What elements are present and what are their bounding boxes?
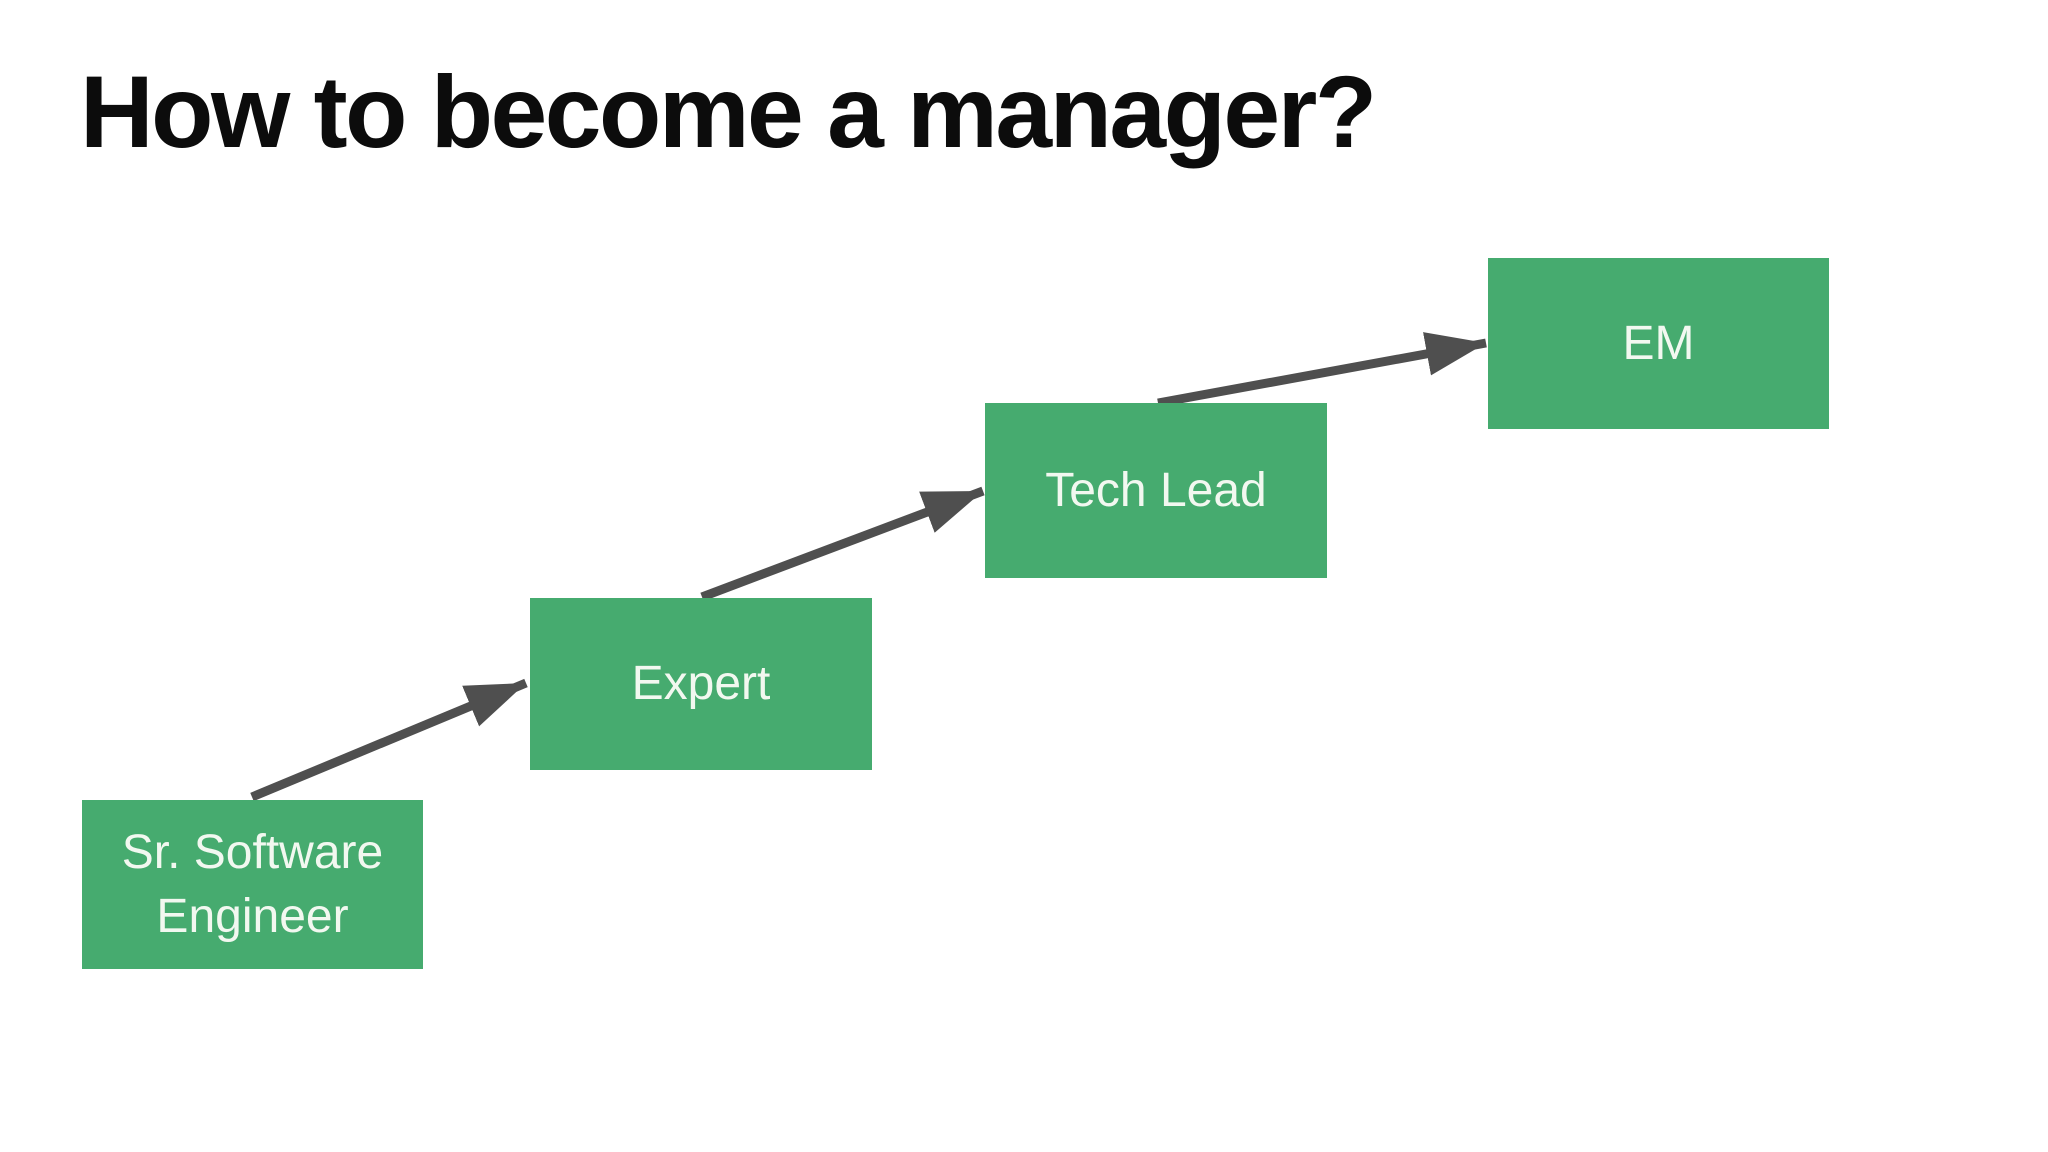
arrow-tech-lead-to-em: [1157, 332, 1487, 408]
node-label: Tech Lead: [1045, 463, 1267, 517]
node-sr-software-engineer: Sr. Software Engineer: [82, 800, 423, 969]
node-em: EM: [1488, 258, 1829, 429]
node-label: Sr. Software Engineer: [121, 826, 384, 943]
arrow-expert-to-tech-lead: [700, 486, 985, 602]
node-tech-lead: Tech Lead: [985, 403, 1327, 578]
page-title: How to become a manager?: [80, 55, 1377, 169]
node-label: EM: [1622, 316, 1695, 370]
node-expert: Expert: [530, 598, 872, 770]
arrow-sr-software-engineer-to-expert: [250, 678, 528, 802]
node-label: Expert: [631, 657, 771, 711]
